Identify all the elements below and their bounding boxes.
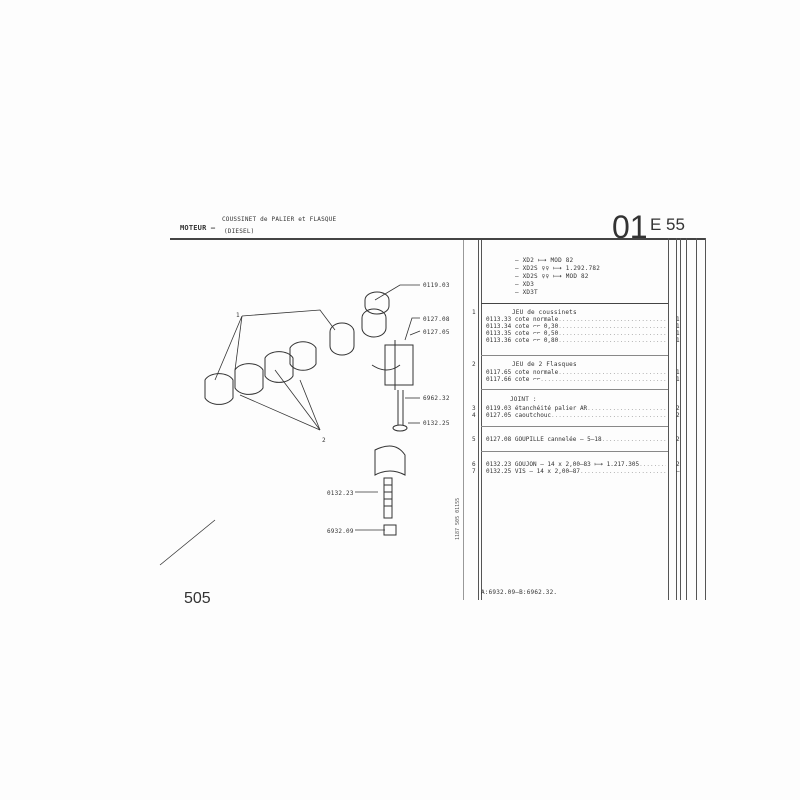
bearing-shells [204, 291, 390, 405]
callout-label: 6962.32 [423, 395, 450, 402]
item-number: 1 [472, 309, 476, 316]
rule [481, 426, 668, 427]
part-row: 0127.08 GOUPILLE cannelée – 5–18........… [486, 436, 666, 443]
part-row: 0113.35 cote ⌐⌐ 0,50....................… [486, 330, 666, 337]
part-row: 0113.34 cote ⌐⌐ 0,30....................… [486, 323, 666, 330]
callout-label: 0119.03 [423, 282, 450, 289]
part-qty: 1 [676, 323, 680, 330]
group-heading: JOINT : [510, 396, 537, 403]
part-qty: 1 [676, 330, 680, 337]
group-heading: JEU de coussinets [512, 309, 577, 316]
part-qty: 1 [676, 376, 680, 383]
applicability-line: – XD2 ⟼ MOD 82 [515, 257, 574, 264]
callout-lines [214, 284, 421, 531]
item-number: 4 [472, 412, 476, 419]
column-divider [705, 238, 706, 600]
rule [481, 355, 668, 356]
part-qty: 1 [676, 369, 680, 376]
rule [481, 451, 668, 452]
group-heading: JEU de 2 Flasques [512, 361, 577, 368]
part-row: 0132.25 VIS – 14 x 2,00–87..............… [486, 468, 666, 475]
callout-number: 1 [236, 312, 240, 319]
callout-label: 0127.05 [423, 329, 450, 336]
callout-label: 0132.25 [423, 420, 450, 427]
item-number: 7 [472, 468, 476, 475]
section-label: MOTEUR – [180, 224, 216, 232]
part-qty: 2 [676, 405, 680, 412]
part-row: 0117.66 cote ⌐⌐.........................… [486, 376, 666, 383]
rule [481, 303, 668, 304]
column-divider [478, 240, 479, 600]
part-row: 0132.23 GOUJON – 14 x 2,00–83 ⟼ 1.217.30… [486, 461, 666, 468]
callout-number: 2 [322, 437, 326, 444]
title-line1: COUSSINET de PALIER et FLASQUE [222, 216, 337, 223]
column-divider [680, 238, 681, 600]
rule [481, 389, 668, 390]
part-qty: 2 [676, 436, 680, 443]
callout-label: 6932.09 [327, 528, 354, 535]
column-divider [696, 238, 697, 600]
part-qty: 1 [676, 337, 680, 344]
applicability-line: – XD2S ♀♀ ⟼ MOD 82 [515, 273, 589, 280]
part-qty: 1 [676, 316, 680, 323]
page-number: 505 [184, 590, 211, 607]
title-line2: (DIESEL) [224, 228, 255, 235]
item-number: 6 [472, 461, 476, 468]
part-row: 0117.65 cote normale....................… [486, 369, 666, 376]
item-number: 3 [472, 405, 476, 412]
part-row: 0119.03 étanchéité palier AR............… [486, 405, 666, 412]
header-rule [170, 238, 706, 240]
crop-mark [159, 519, 216, 566]
sub-code: E 55 [650, 215, 685, 234]
part-qty: – [676, 468, 680, 475]
part-qty: 2 [676, 461, 680, 468]
part-row: 0127.05 caoutchouc......................… [486, 412, 666, 419]
column-divider [686, 238, 687, 600]
footnote: A:6932.09–B:6962.32. [481, 589, 558, 596]
callout-label: 0127.08 [423, 316, 450, 323]
item-number: 2 [472, 361, 476, 368]
applicability-line: – XD3T [515, 289, 538, 296]
flange-and-pin [371, 340, 414, 536]
part-row: 0113.36 cote ⌐⌐ 0,80....................… [486, 337, 666, 344]
column-divider [668, 238, 669, 600]
applicability-line: – XD2S ♀♀ ⟼ 1.292.782 [515, 265, 601, 272]
part-row: 0113.33 cote normale....................… [486, 316, 666, 323]
ruler-line [463, 240, 464, 600]
callout-label: 0132.23 [327, 490, 354, 497]
column-divider [481, 240, 482, 600]
item-number: 5 [472, 436, 476, 443]
applicability-line: – XD3 [515, 281, 535, 288]
part-qty: 2 [676, 412, 680, 419]
column-divider [676, 238, 677, 600]
